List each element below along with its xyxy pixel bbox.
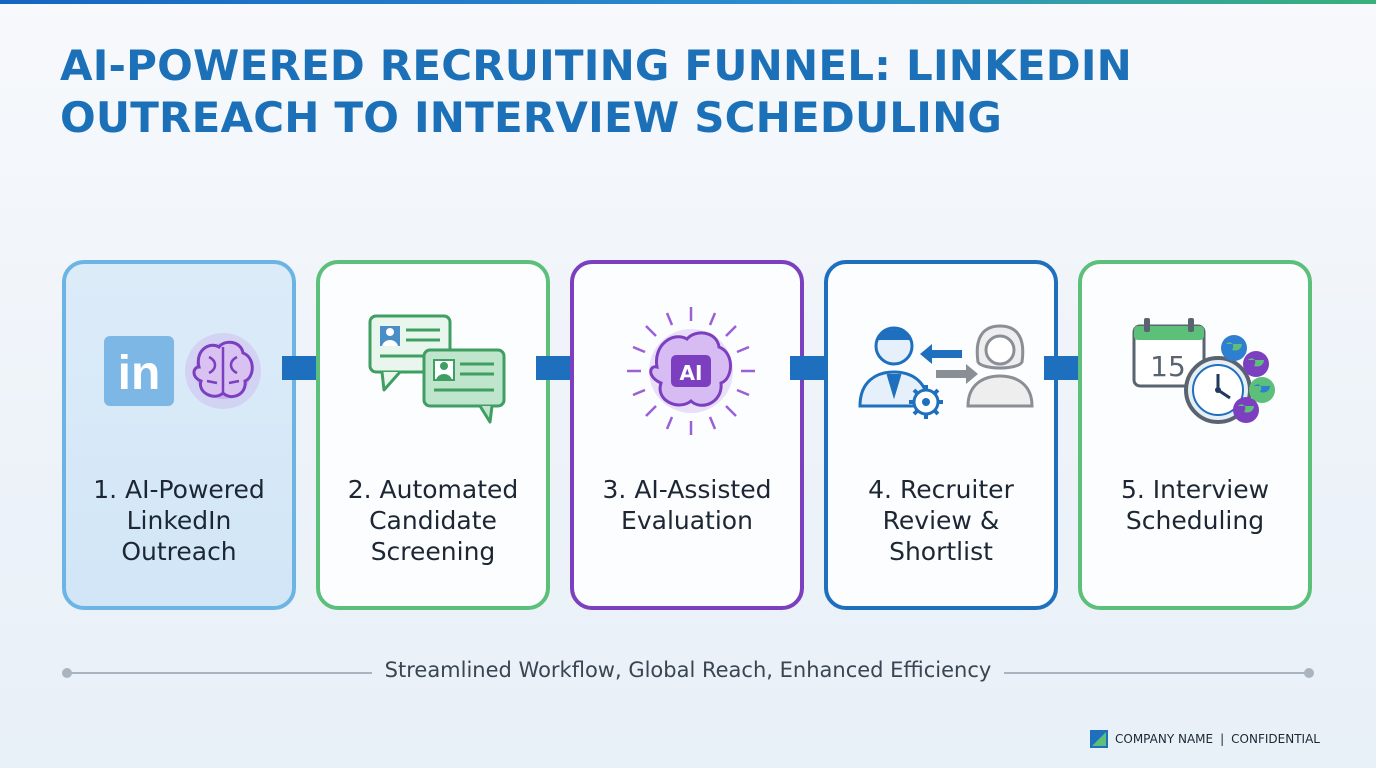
step-4-card: 4. Recruiter Review & Shortlist — [824, 260, 1058, 610]
exchange-arrows-icon — [920, 344, 978, 384]
step-1-card: in 1. AI-Powered LinkedIn Outreach — [62, 260, 296, 610]
step-4-label: 4. Recruiter Review & Shortlist — [868, 475, 1014, 566]
step-5-card: 15 5. Interview Scheduling — [1078, 260, 1312, 610]
chat-profile-cards-icon — [368, 314, 506, 424]
confidential-label: CONFIDENTIAL — [1231, 732, 1320, 746]
tagline-dot-left — [62, 668, 72, 678]
tagline-line-right — [1004, 672, 1306, 674]
calendar-icon: 15 — [1132, 318, 1206, 388]
calendar-day-text: 15 — [1150, 350, 1186, 383]
ai-brain-icon — [185, 333, 261, 409]
recruiter-exchange-icon — [858, 324, 1034, 419]
calendar-clock-globe-icon: 15 — [1132, 318, 1275, 424]
tagline: Streamlined Workflow, Global Reach, Enha… — [384, 658, 992, 682]
globe-icon — [1221, 335, 1275, 423]
linkedin-icon: in — [104, 336, 174, 406]
step-1-icon: in — [104, 333, 261, 409]
candidate-person-icon — [966, 324, 1034, 408]
step-2-label: 2. Automated Candidate Screening — [347, 475, 519, 566]
step-1-label: 1. AI-Powered LinkedIn Outreach — [93, 475, 265, 566]
recruiter-person-icon — [858, 326, 930, 408]
tagline-line-left — [70, 672, 372, 674]
top-accent-bar — [0, 0, 1376, 4]
step-3-card: AI 3. AI-Assisted Evaluation — [570, 260, 804, 610]
footer-separator: | — [1220, 732, 1225, 746]
ai-badge-text: AI — [680, 361, 703, 385]
tagline-dot-right — [1304, 668, 1314, 678]
step-5-label: 5. Interview Scheduling — [1120, 475, 1270, 535]
ai-brain-glow-icon: AI — [627, 307, 755, 435]
gear-icon — [909, 385, 943, 419]
linkedin-logo-text: in — [118, 347, 161, 400]
page-title: AI-POWERED RECRUITING FUNNEL: LINKEDIN O… — [60, 41, 1133, 142]
company-footer: COMPANY NAME | CONFIDENTIAL — [1090, 728, 1320, 750]
step-2-card: 2. Automated Candidate Screening — [316, 260, 550, 610]
company-logo-icon — [1090, 730, 1108, 748]
company-name: COMPANY NAME — [1115, 732, 1214, 746]
step-3-label: 3. AI-Assisted Evaluation — [602, 475, 772, 535]
